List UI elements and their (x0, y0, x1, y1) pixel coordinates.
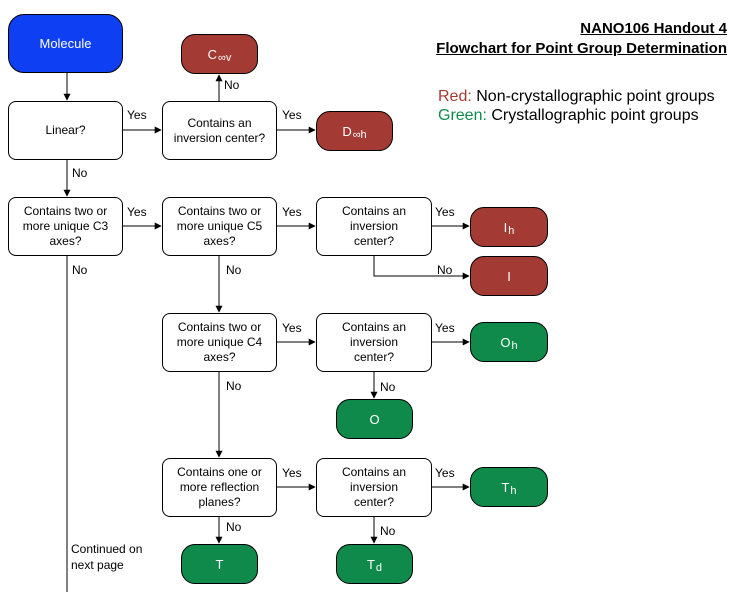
edge-label-no: No (72, 166, 88, 180)
edge-label-no: No (226, 379, 242, 393)
group-i-main: I (507, 268, 511, 284)
group-o: O (336, 399, 413, 439)
edge-label-no: No (437, 263, 453, 277)
group-d-inf-h-main: D (342, 123, 352, 139)
edge-label-no: No (380, 380, 396, 394)
group-ih-sub: h (508, 224, 515, 237)
group-o-main: O (369, 411, 380, 427)
group-th-sub: h (510, 484, 517, 497)
decision-inversion-c5: Contains an inversion center? (316, 197, 432, 256)
group-ih-main: I (503, 219, 508, 235)
legend-red: Red: Non-crystallographic point groups (438, 88, 715, 106)
edge-label-yes: Yes (282, 321, 302, 335)
group-c-inf-v: C∞v (181, 34, 258, 74)
title-line-2: Flowchart for Point Group Determination (436, 40, 727, 57)
decision-c3-axes: Contains two or more unique C3 axes? (8, 197, 123, 256)
group-oh-main: O (500, 334, 511, 350)
group-d-inf-h: D∞h (316, 111, 393, 151)
title-line-1: NANO106 Handout 4 (580, 20, 727, 37)
edge-label-no: No (72, 263, 88, 277)
decision-reflection-planes: Contains one or more reflection planes? (162, 458, 277, 517)
group-oh-sub: h (511, 339, 518, 352)
decision-inversion-linear: Contains an inversion center? (162, 101, 277, 160)
edge-label-yes: Yes (282, 466, 302, 480)
edge-label-yes: Yes (435, 321, 455, 335)
decision-inversion-reflection: Contains an inversion center? (316, 458, 432, 517)
legend-red-text: Non-crystallographic point groups (471, 88, 715, 105)
legend-red-key: Red: (438, 88, 472, 105)
legend-green-key: Green: (438, 107, 487, 124)
decision-c4-axes: Contains two or more unique C4 axes? (162, 313, 277, 372)
edge-label-yes: Yes (127, 205, 147, 219)
edge-label-no: No (226, 520, 242, 534)
decision-c5-axes: Contains two or more unique C5 axes? (162, 197, 277, 256)
group-c-inf-v-main: C (207, 46, 218, 62)
decision-linear: Linear? (8, 101, 123, 160)
edge-label-yes: Yes (435, 205, 455, 219)
continued-note: Continued on next page (71, 542, 143, 572)
edge-label-yes: Yes (127, 108, 147, 122)
edge-label-no: No (226, 263, 242, 277)
group-i: I (470, 256, 548, 296)
group-th-main: T (501, 479, 510, 495)
edge-inv-i (373, 256, 470, 280)
group-td-main: T (366, 556, 375, 572)
group-c-inf-v-sub: ∞v (218, 51, 232, 64)
group-td-sub: d (375, 561, 383, 574)
start-molecule: Molecule (8, 14, 123, 73)
group-d-inf-h-sub: ∞h (352, 128, 367, 141)
edge-label-yes: Yes (282, 108, 302, 122)
edge-label-no: No (380, 524, 396, 538)
legend-green: Green: Crystallographic point groups (438, 107, 699, 125)
group-t-main: T (215, 556, 224, 572)
edge-label-no: No (224, 78, 240, 92)
edge-label-yes: Yes (435, 466, 455, 480)
legend-green-text: Crystallographic point groups (486, 107, 699, 124)
edge-label-yes: Yes (282, 205, 302, 219)
group-t: T (181, 544, 258, 584)
decision-inversion-c4: Contains an inversion center? (316, 313, 432, 372)
